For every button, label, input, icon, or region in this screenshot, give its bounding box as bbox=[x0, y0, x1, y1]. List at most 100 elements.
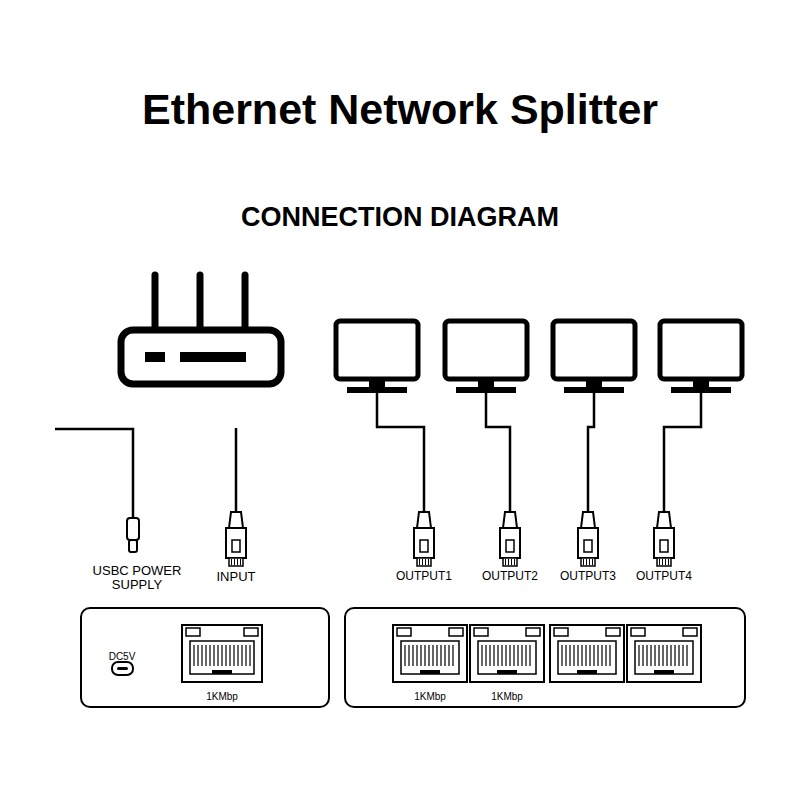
port-pin bbox=[577, 645, 578, 666]
port-opening bbox=[478, 641, 536, 674]
port-pin bbox=[444, 645, 445, 666]
port-pin bbox=[670, 645, 671, 666]
port-pin bbox=[605, 645, 606, 666]
plug-pin bbox=[508, 559, 509, 565]
port-pin bbox=[521, 645, 522, 666]
plug-latch bbox=[660, 540, 668, 552]
port-pin bbox=[662, 645, 663, 666]
monitor-screen bbox=[336, 321, 418, 379]
rj45-port bbox=[627, 625, 701, 682]
port-pin bbox=[569, 645, 570, 666]
port-pin bbox=[229, 645, 230, 666]
plug-pin bbox=[662, 559, 663, 565]
router-led bbox=[145, 352, 165, 362]
port-opening bbox=[190, 641, 254, 674]
port-frame bbox=[182, 625, 262, 682]
port-frame bbox=[627, 625, 701, 682]
port-label: OUTPUT2 bbox=[482, 570, 538, 583]
plug-pin bbox=[240, 559, 241, 565]
port-pin bbox=[658, 645, 659, 666]
port-pin bbox=[642, 645, 643, 666]
port-led bbox=[526, 628, 540, 636]
port-pin bbox=[497, 645, 498, 666]
router-slot bbox=[180, 352, 246, 362]
router-antenna bbox=[197, 275, 204, 330]
cable bbox=[664, 393, 701, 512]
port-key bbox=[420, 670, 440, 674]
monitor-neck bbox=[586, 379, 602, 387]
cable bbox=[486, 393, 510, 512]
port-led bbox=[554, 628, 568, 636]
plug-pin bbox=[659, 559, 660, 565]
port-pin bbox=[650, 645, 651, 666]
port-label: INPUT bbox=[217, 570, 256, 584]
plug-body bbox=[578, 528, 598, 558]
rj45-plug bbox=[226, 512, 246, 566]
rj45-plug bbox=[414, 512, 434, 566]
monitor-screen bbox=[445, 321, 527, 379]
rj45-port bbox=[470, 625, 544, 682]
port-led bbox=[474, 628, 488, 636]
plug-latch bbox=[584, 540, 592, 552]
port-pin bbox=[601, 645, 602, 666]
port-rating: 1KMbp bbox=[206, 691, 238, 702]
port-opening bbox=[558, 641, 616, 674]
plug-pin bbox=[237, 559, 238, 565]
plug-body bbox=[500, 528, 520, 558]
plug-latch bbox=[420, 540, 428, 552]
plug-contacts bbox=[503, 558, 517, 566]
plug-pin bbox=[668, 559, 669, 565]
port-pin bbox=[416, 645, 417, 666]
monitor-icon bbox=[660, 321, 742, 393]
port-pin bbox=[589, 645, 590, 666]
port-pin bbox=[404, 645, 405, 666]
port-pin bbox=[565, 645, 566, 666]
port-pin bbox=[686, 645, 687, 666]
plug-pin bbox=[428, 559, 429, 565]
router-body bbox=[121, 330, 281, 384]
plug-body bbox=[654, 528, 674, 558]
cable bbox=[55, 429, 133, 518]
port-pin bbox=[593, 645, 594, 666]
plug-pin bbox=[425, 559, 426, 565]
monitor-icon bbox=[553, 321, 635, 393]
router-antenna bbox=[242, 275, 249, 330]
port-label: OUTPUT4 bbox=[636, 570, 692, 583]
plug-boot bbox=[417, 512, 431, 528]
port-frame bbox=[470, 625, 544, 682]
rj45-port bbox=[550, 625, 624, 682]
port-pin bbox=[654, 645, 655, 666]
cable bbox=[377, 393, 424, 512]
plug-contacts bbox=[229, 558, 243, 566]
cable bbox=[588, 393, 594, 512]
port-pin bbox=[436, 645, 437, 666]
port-rating: DC5V bbox=[109, 651, 136, 662]
port-pin bbox=[432, 645, 433, 666]
monitor-screen bbox=[660, 321, 742, 379]
port-pin bbox=[241, 645, 242, 666]
port-led bbox=[397, 628, 411, 636]
rj45-port bbox=[393, 625, 467, 682]
usbc-plug-tip bbox=[129, 540, 137, 552]
port-pin bbox=[666, 645, 667, 666]
port-pin bbox=[573, 645, 574, 666]
plug-latch bbox=[232, 540, 240, 552]
port-pin bbox=[585, 645, 586, 666]
plug-contacts bbox=[417, 558, 431, 566]
plug-pin bbox=[586, 559, 587, 565]
port-pin bbox=[682, 645, 683, 666]
port-pin bbox=[493, 645, 494, 666]
port-pin bbox=[245, 645, 246, 666]
port-led bbox=[244, 628, 258, 636]
plug-pin bbox=[511, 559, 512, 565]
port-pin bbox=[638, 645, 639, 666]
port-label: OUTPUT3 bbox=[560, 570, 616, 583]
monitor-screen bbox=[553, 321, 635, 379]
port-frame bbox=[550, 625, 624, 682]
plug-body bbox=[414, 528, 434, 558]
port-pin bbox=[440, 645, 441, 666]
port-pin bbox=[217, 645, 218, 666]
port-rating: 1KMbp bbox=[491, 691, 523, 702]
port-pin bbox=[505, 645, 506, 666]
rj45-port bbox=[182, 625, 262, 682]
